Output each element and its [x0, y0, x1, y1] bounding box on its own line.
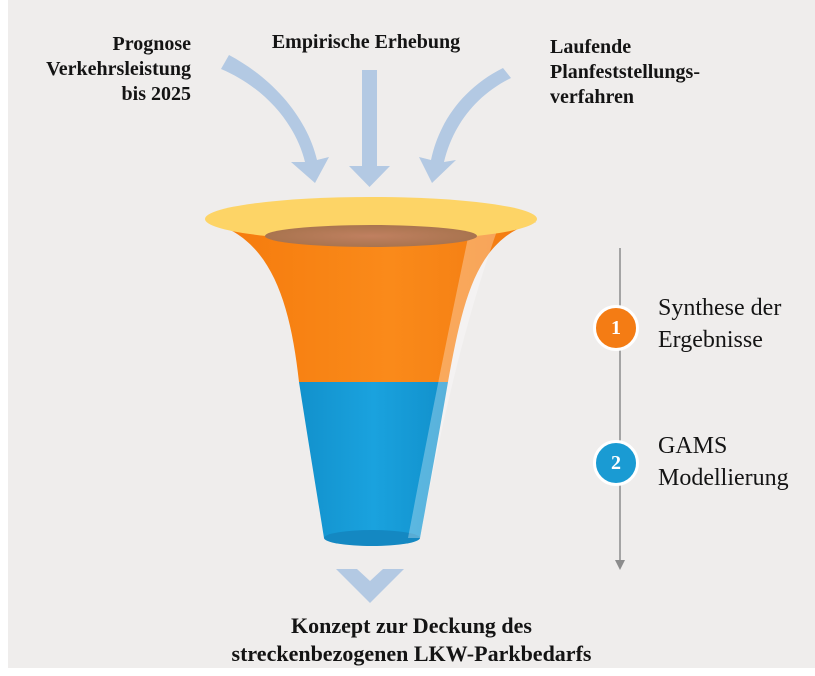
- output-chevron: [336, 569, 404, 603]
- step-1-number: 1: [611, 316, 621, 339]
- input-label-left: Prognose Verkehrsleistung bis 2025: [38, 32, 191, 107]
- step-2-label-line1: GAMS: [658, 433, 728, 459]
- input-label-right-line2: Planfeststellungs-: [550, 61, 700, 83]
- input-arrow-left: [221, 55, 329, 183]
- step-2-label-line2: Modellierung: [658, 465, 789, 491]
- funnel: [205, 197, 537, 546]
- funnel-highlight: [408, 228, 498, 538]
- result-label: Konzept zur Deckung des streckenbezogene…: [8, 612, 815, 668]
- step-2-label: GAMS Modellierung: [658, 430, 815, 494]
- step-1-label-line2: Ergebnisse: [658, 327, 763, 353]
- input-label-right: Laufende Planfeststellungs- verfahren: [550, 35, 750, 110]
- input-label-center-line1: Empirische Erhebung: [271, 31, 461, 53]
- diagram-graphics: [205, 55, 625, 603]
- step-1-label-line1: Synthese der: [658, 295, 782, 321]
- step-1-label: Synthese der Ergebnisse: [658, 292, 815, 356]
- step-2-badge: 2: [593, 440, 639, 486]
- result-label-line2: streckenbezogenen LKW-Parkbedarfs: [231, 641, 592, 666]
- step-2-number: 2: [611, 451, 621, 474]
- result-label-line1: Konzept zur Deckung des: [291, 613, 532, 638]
- input-label-right-line1: Laufende: [550, 36, 632, 58]
- funnel-orange-section: [210, 222, 536, 382]
- input-label-right-line3: verfahren: [550, 86, 635, 108]
- input-label-left-line2: Verkehrsleistung: [46, 58, 191, 80]
- diagram-canvas: Prognose Verkehrsleistung bis 2025 Empir…: [8, 0, 815, 668]
- funnel-opening: [265, 225, 477, 247]
- input-label-center: Empirische Erhebung: [246, 30, 486, 55]
- input-label-left-line3: bis 2025: [121, 83, 191, 105]
- step-1-badge: 1: [593, 305, 639, 351]
- input-label-left-line1: Prognose: [112, 33, 191, 55]
- input-arrow-center: [349, 70, 390, 187]
- funnel-blue-section: [299, 382, 448, 538]
- timeline-arrowhead: [615, 560, 625, 570]
- funnel-bottom-ellipse: [324, 530, 420, 546]
- input-arrow-right: [419, 68, 511, 183]
